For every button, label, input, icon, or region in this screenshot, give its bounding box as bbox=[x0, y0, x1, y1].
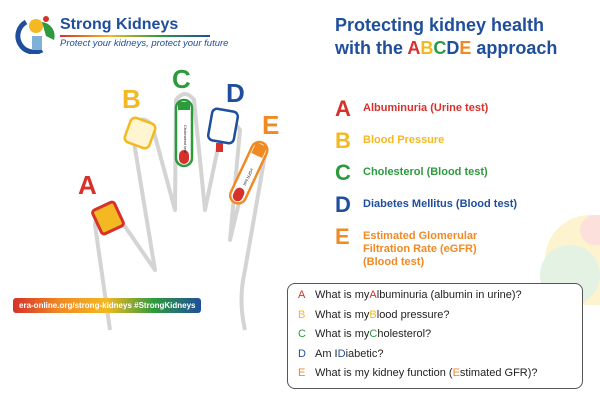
hand-letter-d: D bbox=[226, 78, 245, 108]
website-hashtag-banner[interactable]: era-online.org/strong-kidneys #StrongKid… bbox=[13, 298, 202, 313]
title-letter-c: C bbox=[433, 38, 447, 58]
hand-letter-b: B bbox=[122, 84, 141, 114]
list-item-a: A Albuminuria (Urine test) bbox=[335, 98, 590, 120]
egfr-tube-icon: eGFR test bbox=[228, 140, 269, 205]
list-label: Albuminuria (Urine test) bbox=[363, 102, 489, 114]
question-letter: B bbox=[298, 308, 306, 321]
question-letter: A bbox=[298, 289, 306, 301]
question-highlight: A bbox=[369, 289, 377, 301]
cholesterol-tube-label: Cholesterol test bbox=[183, 125, 188, 154]
brand-divider bbox=[60, 35, 210, 37]
list-letter: E bbox=[335, 224, 350, 249]
list-item-c: C Cholesterol (Blood test) bbox=[335, 162, 590, 184]
list-label: Estimated Glomerular Filtration Rate (eG… bbox=[363, 230, 478, 268]
abcde-list: A Albuminuria (Urine test) B Blood Pressur… bbox=[335, 98, 590, 279]
question-text: Am I bbox=[315, 347, 338, 360]
title-letter-b: B bbox=[420, 38, 434, 58]
glucose-meter-icon bbox=[206, 107, 240, 152]
question-highlight: C bbox=[369, 328, 378, 340]
question-highlight: D bbox=[337, 347, 346, 360]
question-letter: D bbox=[298, 347, 306, 360]
cholesterol-tube-icon: Cholesterol test bbox=[174, 98, 194, 168]
brand-name: Strong Kidneys bbox=[60, 16, 179, 33]
question-text: What is my bbox=[315, 308, 370, 321]
question-text: stimated GFR)? bbox=[459, 367, 538, 379]
title-letter-a: A bbox=[407, 38, 421, 58]
title-text: approach bbox=[471, 38, 558, 58]
list-letter: B bbox=[335, 128, 351, 153]
question-letter: C bbox=[298, 328, 306, 340]
question-text: holesterol? bbox=[377, 328, 432, 340]
question-text: lbuminuria (albumin in urine)? bbox=[376, 289, 522, 301]
question-letter: E bbox=[298, 367, 306, 379]
list-label: Blood Pressure bbox=[363, 134, 445, 146]
list-label: Diabetes Mellitus (Blood test) bbox=[363, 198, 518, 210]
hand-letter-a: A bbox=[78, 170, 97, 200]
hand-letter-c: C bbox=[172, 64, 191, 94]
list-item-d: D Diabetes Mellitus (Blood test) bbox=[335, 194, 590, 216]
question-text: lood pressure? bbox=[376, 308, 450, 321]
strong-kidneys-logo bbox=[15, 16, 55, 54]
question-highlight: E bbox=[452, 367, 460, 379]
title-letter-e: E bbox=[459, 38, 472, 58]
list-letter: C bbox=[335, 160, 351, 185]
urine-cup-icon bbox=[91, 200, 125, 236]
list-letter: A bbox=[335, 96, 351, 121]
question-text: What is my bbox=[315, 328, 370, 340]
question-highlight: B bbox=[369, 308, 377, 321]
list-letter: D bbox=[335, 192, 351, 217]
list-item-e: E Estimated Glomerular Filtration Rate (e… bbox=[335, 226, 590, 269]
list-item-b: B Blood Pressure bbox=[335, 130, 590, 152]
title-text: with the bbox=[335, 38, 408, 58]
question-text: What is my kidney function ( bbox=[315, 367, 453, 379]
hand-letter-e: E bbox=[262, 110, 280, 140]
question-text: What is my bbox=[315, 289, 370, 301]
title-line-1: Protecting kidney health bbox=[335, 15, 545, 35]
title-line-2: with the ABCDE approach bbox=[335, 37, 593, 60]
decor-circle-red bbox=[580, 215, 600, 245]
title-letter-d: D bbox=[446, 38, 460, 58]
brand-tagline: Protect your kidneys, protect your futur… bbox=[60, 38, 229, 49]
blood-pressure-monitor-icon bbox=[123, 116, 157, 150]
list-label: Cholesterol (Blood test) bbox=[363, 166, 488, 178]
question-text: iabetic? bbox=[345, 347, 384, 360]
page-title: Protecting kidney health with the ABCDE … bbox=[335, 14, 593, 60]
